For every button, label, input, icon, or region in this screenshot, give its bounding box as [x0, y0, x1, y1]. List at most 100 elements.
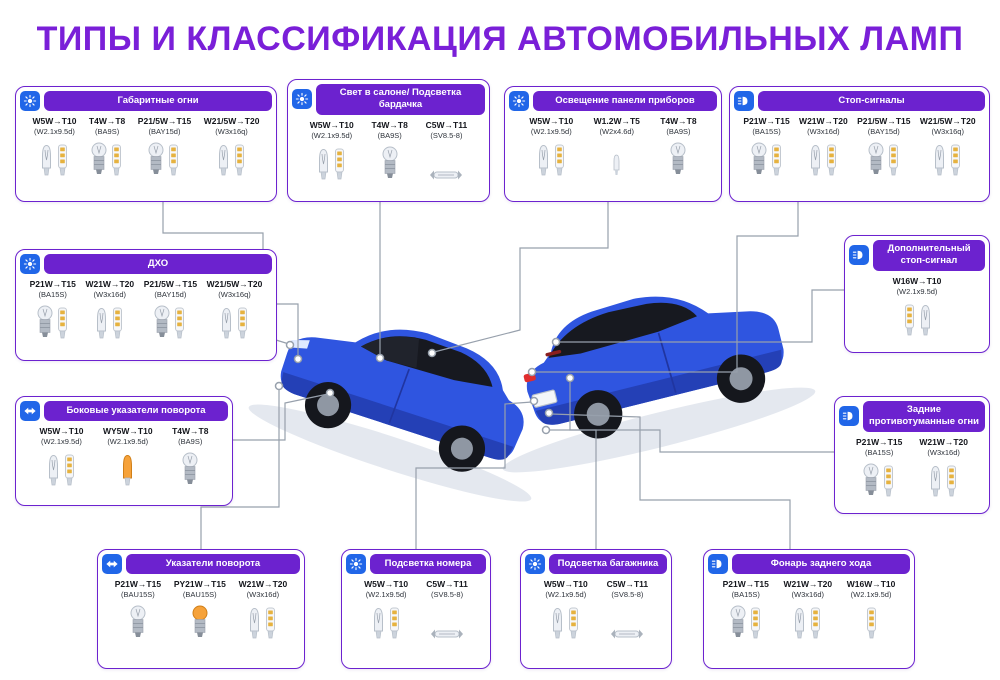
- lamp-name: PY21W→T15: [173, 579, 226, 589]
- lamp-name: W5W→T10: [364, 579, 409, 589]
- card-title: Фонарь заднего хода: [732, 554, 910, 574]
- bulb-images: [903, 300, 932, 337]
- lamp-name: P21W→T15: [722, 579, 769, 589]
- lamp-entry: T4W→T8(BA9S): [660, 116, 697, 177]
- lamp-entry: P21W→T15(BAU15S): [115, 579, 161, 640]
- lamp-name: C5W→T11: [425, 119, 468, 130]
- card-title: Указатели поворота: [126, 554, 300, 574]
- bulb-images: [809, 140, 838, 177]
- bulb-images: [933, 140, 962, 177]
- lamp-base: (BA9S): [178, 437, 203, 446]
- card-title: Подсветка номера: [370, 554, 486, 574]
- lamp-entry: W5W→T10(W2.1x9.5d): [39, 426, 84, 487]
- lamp-entry: T4W→T8(BA9S): [172, 426, 208, 487]
- bulb-images: [248, 603, 277, 640]
- lamp-name: W21W→T20: [919, 436, 968, 447]
- lamp-base: (BAU15S): [121, 590, 155, 599]
- lamp-base: (BAY15d): [154, 290, 187, 299]
- car-rear-illustration: [502, 296, 816, 473]
- bulb-images: [793, 603, 822, 640]
- lamp-name: W5W→T10: [543, 579, 588, 589]
- lamp-name: P21W→T15: [29, 279, 76, 289]
- rear-fog-lights-icon: [839, 406, 859, 427]
- trunk-light-icon: [525, 554, 545, 574]
- lamp-entry: P21W→T15(BA15S): [856, 437, 902, 498]
- connector-dots: [274, 337, 575, 435]
- bulb-images: [217, 140, 246, 177]
- lamp-base: (BAY15d): [148, 127, 181, 136]
- lamp-entry: W21/5W→T20(W3x16q): [203, 116, 260, 177]
- lamp-name: W21/5W→T20: [203, 116, 260, 126]
- brake-lights-icon: [734, 91, 754, 111]
- lamp-name: W5W→T10: [529, 116, 574, 126]
- lamp-name: P21W→T15: [743, 116, 790, 126]
- bulb-images: [317, 144, 346, 181]
- lamp-base: (W3x16q): [218, 290, 251, 299]
- bulb-images: [182, 450, 198, 487]
- card-title: Освещение панели приборов: [533, 91, 717, 111]
- lamp-base: (W2.1x9.5d): [850, 590, 892, 599]
- lamp-entry: P21/5W→T15(BAY15d): [144, 279, 197, 340]
- bulb-images: [610, 603, 644, 640]
- lamp-name: P21/5W→T15: [137, 116, 192, 126]
- bulb-images: [751, 140, 783, 177]
- lamp-base: (BA15S): [752, 127, 781, 136]
- lamp-name: W5W→T10: [39, 426, 84, 436]
- bulb-images: [430, 603, 464, 640]
- lamp-name: P21W→T15: [856, 436, 903, 447]
- lamp-base: (BA9S): [95, 127, 120, 136]
- lamp-name: P21/5W→T15: [857, 116, 911, 126]
- lamp-entry: C5W→T11(SV8.5-8): [425, 119, 468, 181]
- bulb-images: [868, 140, 900, 177]
- lamp-base: (W2x4.6d): [599, 127, 635, 136]
- bulb-images: [95, 303, 124, 340]
- lamp-base: (BA9S): [666, 127, 691, 136]
- lamp-entry: P21W→T15(BA15S): [723, 579, 769, 640]
- lamp-name: P21/5W→T15: [143, 279, 198, 289]
- lamp-entry: W5W→T10(W2.1x9.5d): [544, 579, 588, 640]
- bulb-images: [154, 303, 186, 340]
- lamp-base: (SV8.5-8): [430, 590, 464, 599]
- car-front-illustration: [248, 329, 532, 502]
- bulb-images: [372, 603, 401, 640]
- lamp-base: (BA15S): [38, 290, 67, 299]
- lamp-base: (W2.1x9.5d): [107, 437, 149, 446]
- bulb-images: [429, 144, 463, 181]
- lamp-name: C5W→T11: [606, 579, 649, 589]
- bulb-images: [192, 603, 208, 640]
- lamp-entry: P21W→T15(BA15S): [743, 116, 790, 177]
- bulb-images: [47, 450, 76, 487]
- lamp-base: (BA9S): [377, 130, 402, 140]
- lamp-entry: W21/5W→T20(W3x16q): [920, 116, 976, 177]
- page-title: ТИПЫ И КЛАССИФИКАЦИЯ АВТОМОБИЛЬНЫХ ЛАМП: [36, 20, 964, 58]
- lamp-name: W21W→T20: [85, 279, 135, 289]
- bulb-images: [730, 603, 762, 640]
- lamp-entry: W21W→T20(W3x16d): [919, 437, 968, 498]
- bulb-images: [130, 603, 146, 640]
- lamp-entry: P21/5W→T15(BAY15d): [138, 116, 191, 177]
- lamp-entry: W1.2W→T5(W2x4.6d): [594, 116, 640, 177]
- lamp-entry: PY21W→T15(BAU15S): [174, 579, 226, 640]
- lamp-name: W21W→T20: [799, 116, 848, 126]
- lamp-entry: C5W→T11(SV8.5-8): [606, 579, 649, 640]
- bulb-images: [40, 140, 69, 177]
- lamp-base: (BA15S): [864, 447, 894, 457]
- card-title: ДХО: [44, 254, 272, 274]
- lamp-name: W21W→T20: [783, 579, 833, 589]
- lamp-base: (W3x16q): [931, 127, 964, 136]
- lamp-base: (W2.1x9.5d): [34, 127, 75, 136]
- lamp-base: (W2.1x9.5d): [41, 437, 82, 446]
- lamp-base: (W2.1x9.5d): [545, 590, 587, 599]
- card-title: Стоп-сигналы: [758, 91, 985, 111]
- bulb-images: [121, 450, 134, 487]
- lamp-base: (W3x16q): [215, 127, 248, 136]
- lamp-name: W21/5W→T20: [206, 279, 263, 289]
- bulb-images: [612, 140, 621, 177]
- lamp-name: T4W→T8: [172, 426, 209, 436]
